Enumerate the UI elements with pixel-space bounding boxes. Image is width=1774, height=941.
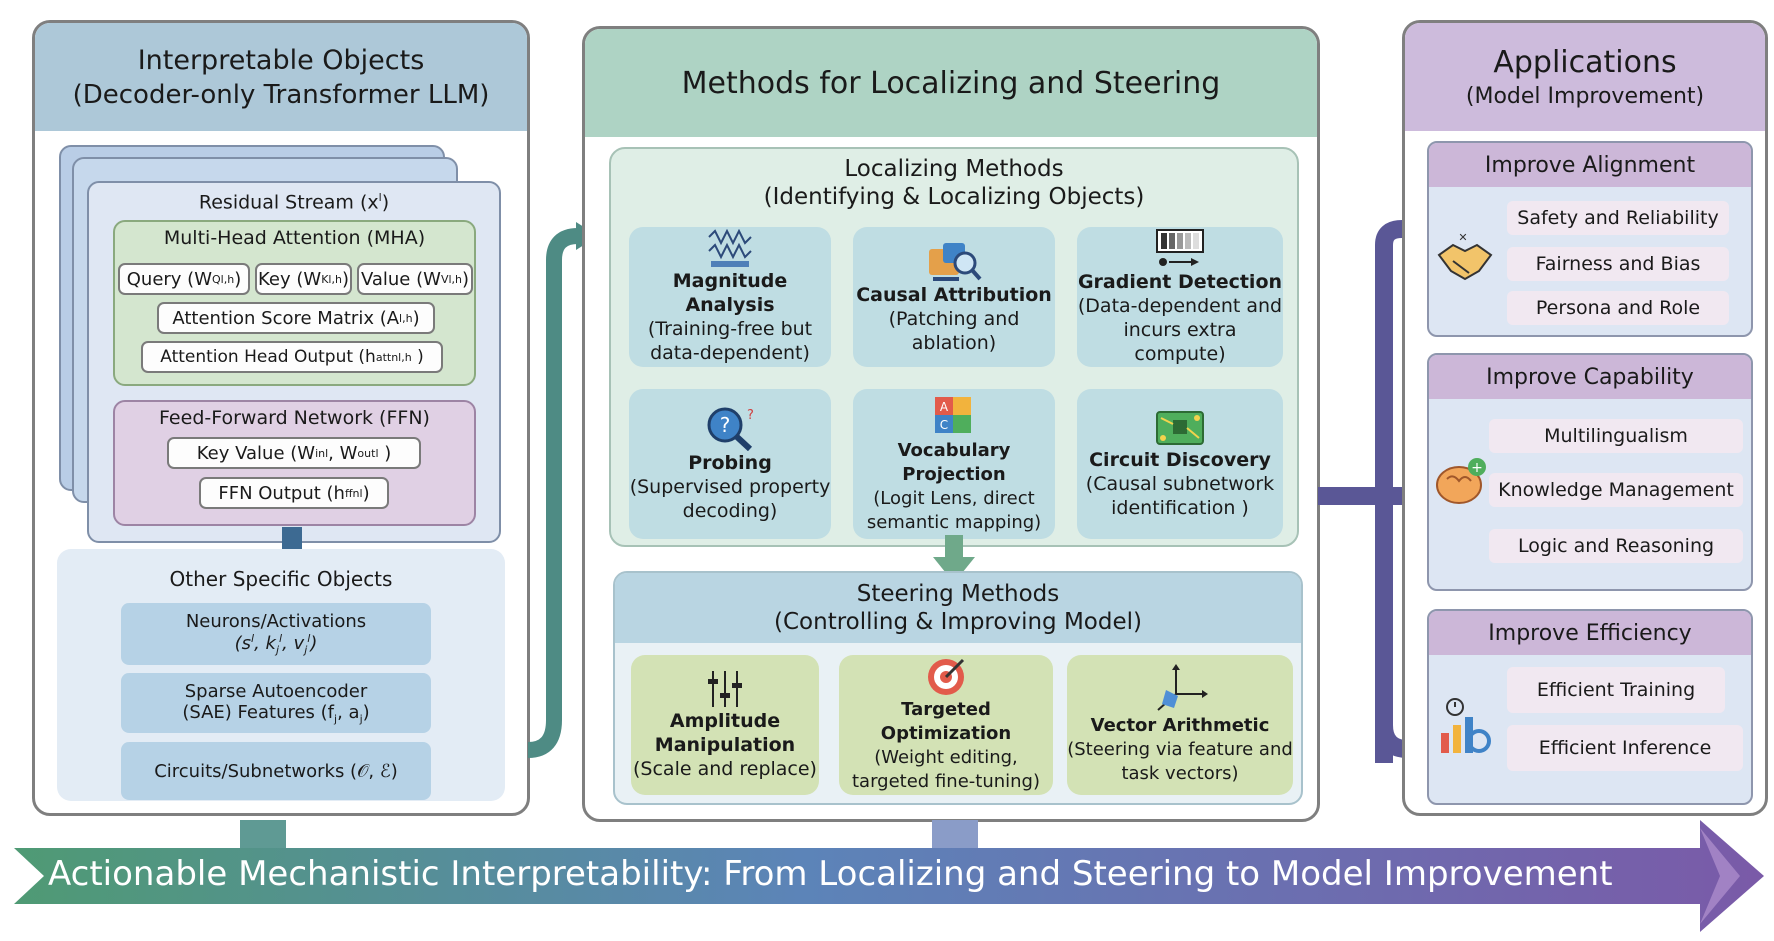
causal-attribution-card: Causal Attribution (Patching and ablatio…	[853, 227, 1055, 367]
fairness-bias-item: Fairness and Bias	[1507, 247, 1729, 281]
banner-text: Actionable Mechanistic Interpretability:…	[48, 854, 1613, 894]
other-objects-title: Other Specific Objects	[169, 567, 393, 591]
localizing-methods-box: Localizing Methods (Identifying & Locali…	[609, 147, 1299, 547]
vocabulary-projection-card: A C Vocabulary Projection (Logit Lens, d…	[853, 389, 1055, 539]
localizing-to-steering-arrow-icon	[933, 535, 975, 583]
ffn-title: Feed-Forward Network (FFN)	[159, 407, 430, 429]
gradient-detection-card: Gradient Detection (Data-dependent and i…	[1077, 227, 1283, 367]
right-panel-header: Applications (Model Improvement)	[1405, 23, 1765, 131]
left-panel-title: Interpretable Objects	[137, 44, 425, 76]
efficient-training-item: Efficient Training	[1507, 667, 1725, 713]
logic-reasoning-item: Logic and Reasoning	[1489, 529, 1743, 563]
improve-capability-group: Improve Capability + Multilingualism Kno…	[1427, 353, 1753, 591]
improve-efficiency-group: Improve Efficiency Efficient Training Ef…	[1427, 609, 1753, 805]
middle-panel-header: Methods for Localizing and Steering	[585, 29, 1317, 137]
magnifier-question-icon: ? ?	[707, 407, 754, 451]
target-icon	[928, 658, 965, 695]
right-panel-title: Applications	[1493, 45, 1677, 80]
residual-stream-label: Residual Stream (xl)	[198, 191, 390, 214]
middle-panel-title: Methods for Localizing and Steering	[681, 65, 1221, 101]
steering-methods-box: Steering Methods (Controlling & Improvin…	[613, 571, 1303, 805]
improve-efficiency-title: Improve Efficiency	[1429, 611, 1751, 655]
svg-text:✕: ✕	[1458, 231, 1467, 244]
vocabulary-blocks-icon: A C	[935, 397, 971, 433]
improve-alignment-group: Improve Alignment ✕ Safety and Reliabili…	[1427, 141, 1753, 337]
analysis-icon	[929, 243, 982, 281]
neurons-symbol: (sl, kjl, vjl)	[234, 632, 318, 657]
handshake-icon: ✕	[1437, 231, 1493, 281]
methods-panel: Methods for Localizing and Steering Loca…	[582, 26, 1320, 822]
efficiency-chart-icon	[1441, 698, 1491, 753]
probing-card: ? ? Probing (Supervised property decodin…	[629, 389, 831, 539]
svg-text:?: ?	[747, 408, 754, 423]
knowledge-management-item: Knowledge Management	[1489, 473, 1743, 507]
residual-stream-layer: Residual Stream (xl) Multi-Head Attentio…	[87, 181, 501, 543]
circuit-board-icon	[1156, 411, 1204, 445]
svg-text:A: A	[940, 400, 949, 414]
sae-features-box: Sparse Autoencoder (SAE) Features (fj, a…	[121, 673, 431, 733]
svg-text:+: +	[1471, 460, 1483, 476]
vector-axes-icon	[1157, 664, 1208, 711]
improve-capability-title: Improve Capability	[1429, 355, 1751, 399]
gradient-icon	[1156, 229, 1204, 266]
sliders-icon	[708, 671, 742, 707]
persona-role-item: Persona and Role	[1507, 291, 1729, 325]
svg-text:?: ?	[720, 413, 731, 437]
left-panel-header: Interpretable Objects (Decoder-only Tran…	[35, 23, 527, 131]
brain-icon: +	[1436, 458, 1486, 504]
left-panel-subtitle: (Decoder-only Transformer LLM)	[72, 79, 490, 110]
targeted-optimization-card: Targeted Optimization (Weight editing, t…	[839, 655, 1053, 795]
circuits-subnetworks-box: Circuits/Subnetworks (𝒪, ℰ)	[121, 742, 431, 800]
right-panel-subtitle: (Model Improvement)	[1465, 84, 1705, 109]
other-objects-box: Other Specific Objects Neurons/Activatio…	[57, 549, 505, 801]
waveform-icon	[708, 229, 752, 267]
amplitude-manipulation-card: Amplitude Manipulation (Scale and replac…	[631, 655, 819, 795]
localizing-title: Localizing Methods (Identifying & Locali…	[763, 156, 1145, 210]
circuit-discovery-card: Circuit Discovery (Causal subnetwork ide…	[1077, 389, 1283, 539]
multilingualism-item: Multilingualism	[1489, 419, 1743, 453]
steering-header: Steering Methods (Controlling & Improvin…	[615, 573, 1301, 643]
magnitude-analysis-card: Magnitude Analysis (Training-free but da…	[629, 227, 831, 367]
svg-text:C: C	[940, 418, 948, 432]
neurons-activations-box: Neurons/Activations (sl, kjl, vjl)	[121, 603, 431, 665]
safety-reliability-item: Safety and Reliability	[1507, 201, 1729, 235]
improve-alignment-title: Improve Alignment	[1429, 143, 1751, 187]
mha-title: Multi-Head Attention (MHA)	[163, 227, 426, 249]
applications-panel: Applications (Model Improvement) Improve…	[1402, 20, 1768, 816]
bottom-banner-arrow	[14, 820, 1764, 932]
vector-arithmetic-card: Vector Arithmetic (Steering via feature …	[1067, 655, 1293, 795]
efficient-inference-item: Efficient Inference	[1507, 725, 1743, 771]
interpretable-objects-panel: Interpretable Objects (Decoder-only Tran…	[32, 20, 530, 816]
